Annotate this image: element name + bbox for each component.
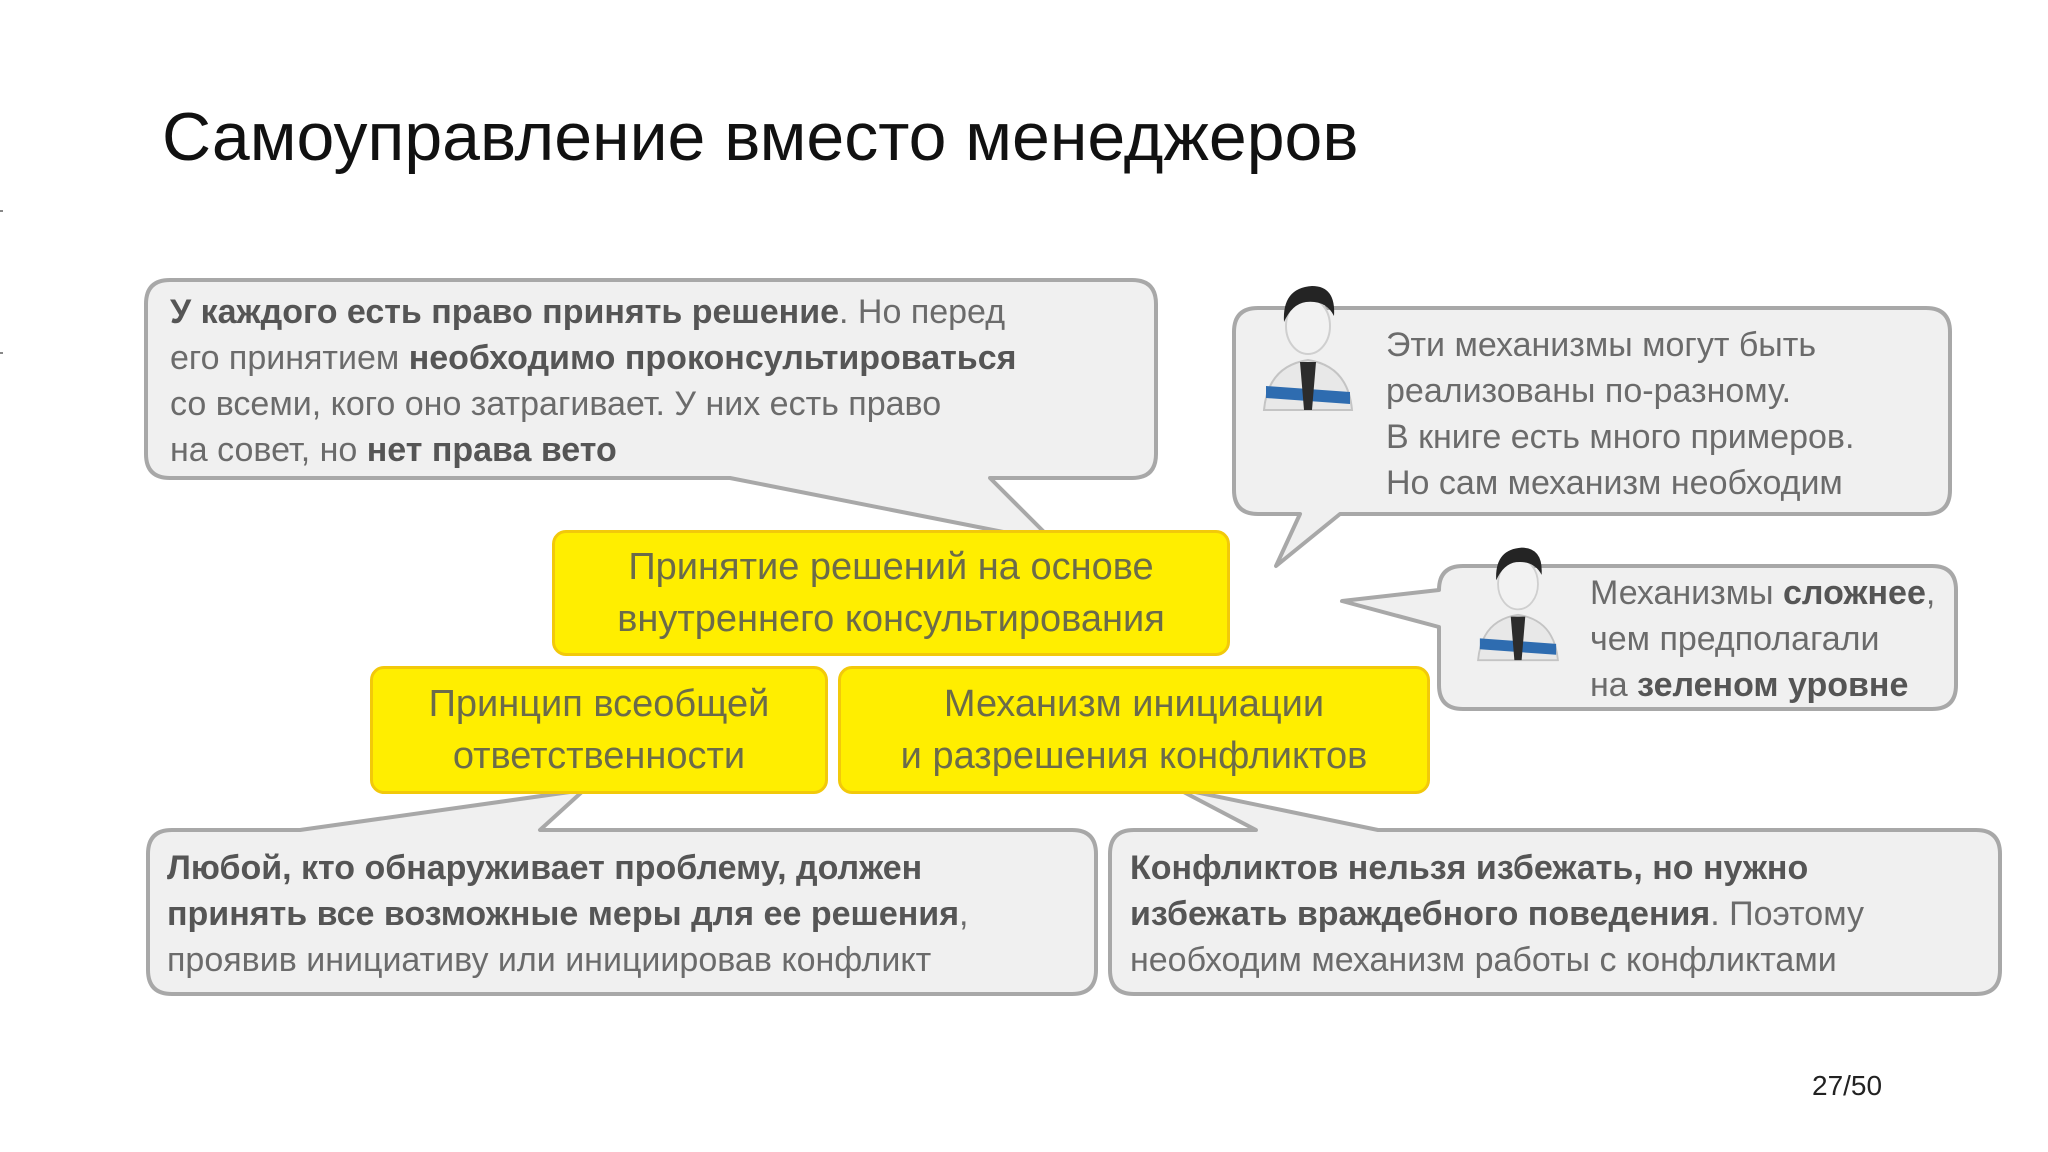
bold-phrase: зеленом уровне — [1637, 666, 1909, 704]
text-span: . Но перед — [839, 293, 1006, 331]
text-span: , — [959, 895, 969, 933]
box-line: Механизм инициации — [943, 683, 1325, 725]
text-span: на совет, но — [170, 431, 367, 469]
text-span: , — [1925, 574, 1936, 612]
box-line: и разрешения конфликтов — [900, 735, 1368, 777]
bubble-line: В книге есть много примеров. — [1386, 418, 1855, 456]
bubble-conflicts-shape — [1108, 786, 2002, 996]
person-avatar-icon — [1477, 547, 1559, 662]
bubble-decision-shape — [144, 278, 1158, 544]
box-responsibility-principle: Принцип всеобщей ответственности — [370, 666, 828, 794]
bubble-decision-text: У каждого есть право принять решение. Но… — [170, 289, 1016, 473]
text-span: Механизмы — [1590, 574, 1784, 612]
bold-phrase: У каждого есть право принять решение — [170, 293, 840, 331]
bubble-line: на зеленом уровне — [1590, 662, 1935, 708]
bold-phrase: нет права вето — [366, 431, 617, 469]
bubble-line: проявив инициативу или инициировав конфл… — [167, 941, 932, 979]
bubble-line: его принятием необходимо проконсультиров… — [170, 335, 1016, 381]
page-number: 27/50 — [1812, 1070, 1883, 1101]
bubble-mechanisms-shape — [1232, 306, 1952, 568]
bold-phrase: Конфликтов нельзя избежать, но нужно — [1130, 849, 1809, 887]
bubble-line: Эти механизмы могут быть — [1386, 326, 1817, 364]
edge-mark — [0, 210, 3, 212]
bubble-line: реализованы по-разному. — [1386, 372, 1792, 410]
box-line: внутреннего консультирования — [617, 598, 1165, 640]
bubble-responsibility-shape — [146, 788, 1098, 996]
bubble-line: Конфликтов нельзя избежать, но нужно — [1130, 845, 1864, 891]
bold-phrase: сложнее — [1783, 574, 1926, 612]
bubble-line: Любой, кто обнаруживает проблему, должен — [167, 845, 968, 891]
box-conflict-mechanism: Механизм инициации и разрешения конфликт… — [838, 666, 1430, 794]
bubble-responsibility-text: Любой, кто обнаруживает проблему, должен… — [167, 845, 968, 983]
bubble-complex-shape — [1340, 564, 1958, 711]
bubble-line: необходим механизм работы с конфликтами — [1130, 941, 1837, 979]
slide-title: Самоуправление вместо менеджеров — [162, 99, 1359, 175]
bubble-mechanisms-text: Эти механизмы могут быть реализованы по-… — [1386, 322, 1854, 506]
bubble-conflicts-text: Конфликтов нельзя избежать, но нужно изб… — [1130, 845, 1864, 983]
person-avatar-icon — [1262, 286, 1354, 411]
text-span: на — [1590, 666, 1638, 704]
box-line: Принятие решений на основе — [628, 546, 1154, 588]
bubble-line: со всеми, кого оно затрагивает. У них ес… — [170, 385, 942, 423]
bubble-line: Но сам механизм необходим — [1386, 464, 1843, 502]
bubble-line: принять все возможные меры для ее решени… — [167, 891, 968, 937]
bubble-line: чем предполагали — [1590, 620, 1880, 658]
box-line: ответственности — [452, 735, 746, 777]
bubble-line: Механизмы сложнее, — [1590, 570, 1935, 616]
edge-mark — [0, 352, 3, 354]
bubble-line: избежать враждебного поведения. Поэтому — [1130, 891, 1864, 937]
bold-phrase: необходимо проконсультироваться — [408, 339, 1017, 377]
bold-phrase: Любой, кто обнаруживает проблему, должен — [167, 849, 923, 887]
text-span: . Поэтому — [1710, 895, 1864, 933]
bold-phrase: избежать враждебного поведения — [1130, 895, 1711, 933]
bubble-complex-text: Механизмы сложнее, чем предполагали на з… — [1590, 570, 1935, 708]
box-decision-making: Принятие решений на основе внутреннего к… — [552, 530, 1230, 656]
text-span: его принятием — [170, 339, 409, 377]
box-line: Принцип всеобщей — [428, 683, 770, 725]
bubble-line: на совет, но нет права вето — [170, 427, 1016, 473]
bold-phrase: принять все возможные меры для ее решени… — [167, 895, 960, 933]
bubble-line: У каждого есть право принять решение. Но… — [170, 289, 1016, 335]
